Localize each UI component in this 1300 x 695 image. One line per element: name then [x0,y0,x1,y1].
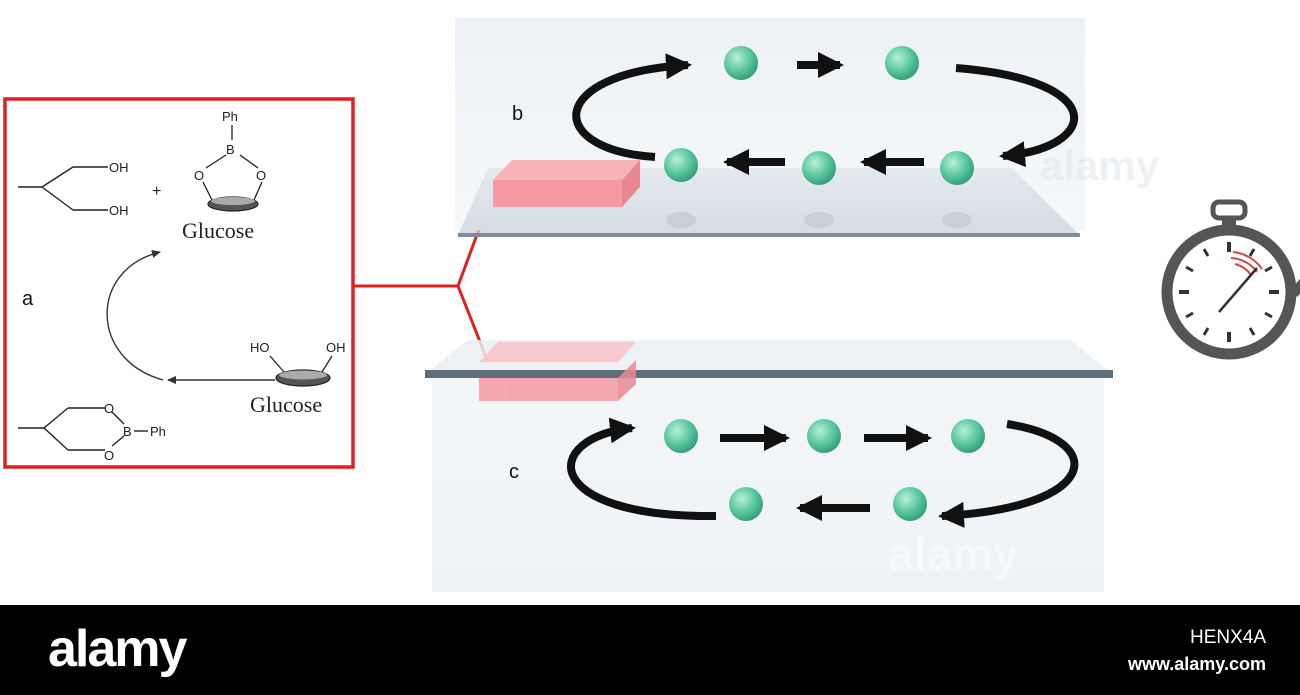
oh-top-label: OH [109,160,129,175]
svg-text:alamy: alamy [1040,142,1160,189]
brand-logo: alamy [48,620,187,678]
panel-b-letter: b [512,103,523,125]
o-ring-bottom-label: O [104,448,114,463]
panel-b-bead [802,151,836,185]
panel-a-frame [3,97,355,469]
panel-c-right-loop-arrow [938,420,1079,528]
panel-c-bead [807,419,841,453]
panel-a-letter: a [22,288,34,310]
panel-c-bead [729,487,763,521]
o-left-label: O [194,168,204,183]
panel-c-pad [479,342,636,401]
panel-c: c [425,340,1113,592]
boronate-ester [18,407,148,451]
free-glucose: HO OH Glucose [250,340,346,417]
panel-b-bead [940,151,974,185]
boronate-glucose-complex: Ph B O O Glucose [182,109,266,243]
panel-c-letter: c [509,461,519,483]
panel-c-glass-edge [425,370,1113,378]
site-url-label: www.alamy.com [1127,654,1266,674]
panel-b-bead [664,148,698,182]
oh-right-label: OH [326,340,346,355]
cycle-arc-arrow [106,250,164,381]
svg-text:alamy: alamy [888,528,1019,580]
o-ring-top-label: O [104,401,114,416]
panel-c-slab [432,376,1104,592]
glucose-bottom-label: Glucose [250,392,322,417]
panel-c-left-loop-arrow [567,417,717,521]
glucose-top-label: Glucose [182,218,254,243]
panel-b: b [455,18,1085,237]
watermark-footer: alamy HENX4A www.alamy.com [0,605,1300,695]
figure-watermark: alamy alamy [888,142,1160,580]
diol-structure [18,166,108,211]
panel-c-bead [951,419,985,453]
ho-label: HO [250,340,270,355]
boron-top-label: B [226,142,235,157]
ph-top-label: Ph [222,109,238,124]
panel-a: OH OH + Ph B O O Glucose a HO OH [3,97,355,469]
panel-b-pad [493,160,640,207]
panel-b-left-loop-arrow [572,53,692,161]
image-id-label: HENX4A [1189,627,1266,648]
panel-b-reflections [666,212,972,228]
panel-b-bead [724,46,758,80]
plus-sign: + [152,183,161,200]
ph-bottom-label: Ph [150,424,166,439]
o-right-label: O [256,168,266,183]
boron-bottom-label: B [123,424,132,439]
panel-b-bead [885,46,919,80]
panel-c-bead [893,487,927,521]
oh-bottom-label: OH [109,203,129,218]
stopwatch-icon [1161,199,1300,360]
panel-b-right-loop-arrow [955,64,1079,168]
panel-c-bead [664,419,698,453]
diagram-canvas: OH OH + Ph B O O Glucose a HO OH [3,18,1300,592]
